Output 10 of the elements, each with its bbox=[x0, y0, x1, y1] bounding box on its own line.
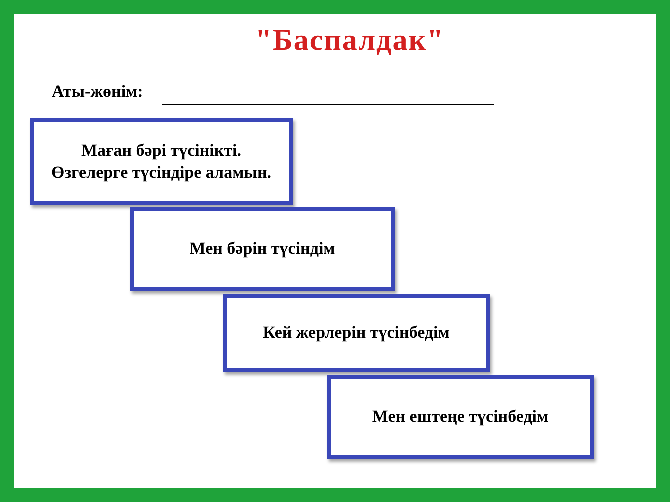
step-text: Мен ештеңе түсінбедім bbox=[372, 406, 549, 428]
step-box bbox=[327, 375, 594, 459]
name-label: Аты-жөнім: bbox=[52, 82, 144, 102]
step-text: Маған бәрі түсінікті. Өзгелерге түсіндіре аламын. bbox=[50, 140, 272, 183]
step-box bbox=[30, 118, 293, 205]
step-box bbox=[223, 294, 490, 372]
title: "Баспалдак" bbox=[254, 24, 446, 58]
step-box bbox=[130, 207, 395, 291]
step-text: Кей жерлерін түсінбедім bbox=[263, 322, 450, 344]
step-text: Мен бәрін түсіндім bbox=[190, 238, 336, 260]
